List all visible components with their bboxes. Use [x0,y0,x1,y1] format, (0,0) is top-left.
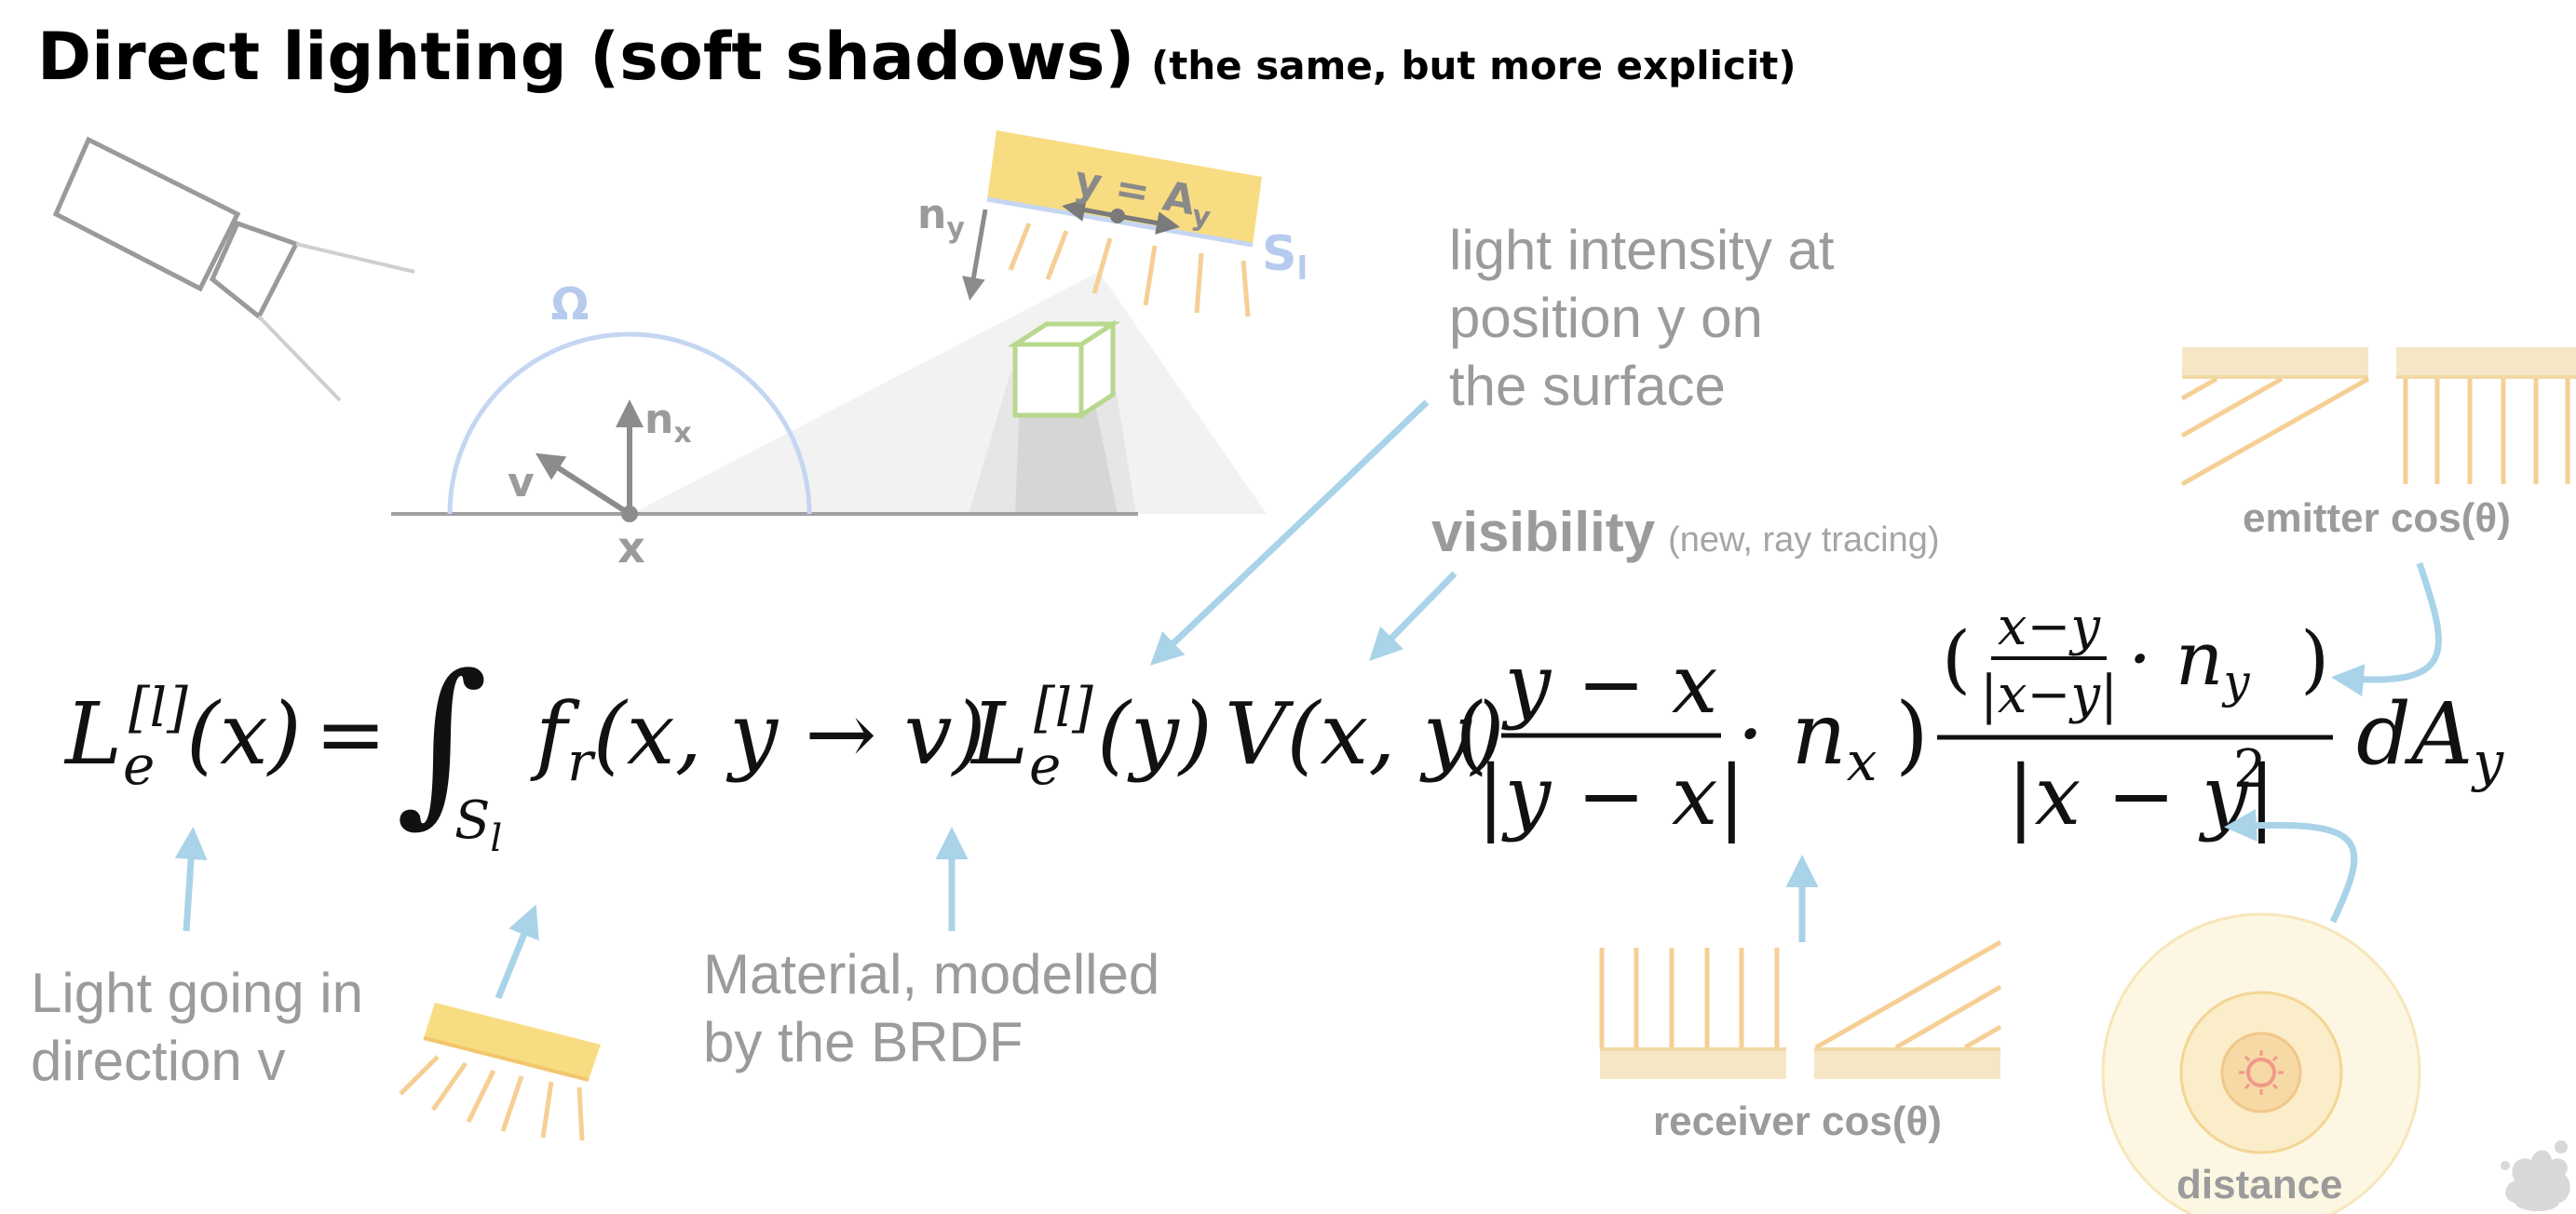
eq-inner-denominator: |x−y| [1980,665,2118,725]
eq-frac1-denominator: |y − x| [1477,748,1745,843]
eq-inner-numerator: x−y [1998,597,2102,657]
eq-inner-open-paren: ( [1942,615,1971,702]
annotation-arrows [174,399,2442,1000]
camera-icon [52,136,415,402]
eq-emitted-sub: e [1029,734,1061,797]
title-subtitle: (the same, but more explicit) [1151,43,1796,88]
arrow-light-intensity [1149,399,1430,666]
eq-dA: dAy [2356,684,2504,793]
eq-lhs-L: L [63,684,122,784]
visibility-note: (new, ray tracing) [1668,520,1940,560]
annotation-visibility: visibility (new, ray tracing) [1431,498,1940,566]
receiver-cos-icon [1599,939,2002,1079]
eq-frac1-numerator: y − x [1500,636,1717,732]
distance-icon [2101,912,2421,1214]
annotation-receiver-cos: receiver cos(θ) [1653,1099,1942,1144]
ny-label: ny [917,191,965,245]
emitter-cos-icon [2180,347,2576,487]
splat-logo-icon [2501,1140,2570,1211]
hemisphere-omega [447,331,812,515]
rendering-equation: L [l] e (x) = ∫ Sl fr(x, y → v) L [l] e … [63,597,2504,860]
light-source-icon [399,1003,601,1141]
eq-integral: ∫ [396,637,488,843]
arrow-light-going [174,827,208,932]
view-direction-v-arrow: v [508,452,631,517]
annotation-light-going: Light going in direction v [31,962,363,1093]
title-main: Direct lighting (soft shadows) [37,19,1135,95]
eq-dot-nx: · nx [1737,684,1877,793]
x-label: x [617,522,645,573]
eq-brdf: fr(x, y → v) [530,684,985,793]
eq-inner-close-paren: ) [2300,615,2329,702]
eq-close-paren: ) [1895,684,1929,784]
eq-lhs-sup: [l] [129,676,188,739]
occluder-cube [1007,319,1121,420]
omega-label: Ω [551,278,590,330]
eq-open-paren: ( [1455,684,1488,784]
point-x-marker [621,506,638,522]
slide-title: Direct lighting (soft shadows) (the same… [37,19,1796,95]
normal-nx-arrow: nx [616,396,692,514]
eq-dot-ny: · ny [2128,615,2250,708]
eq-lhs-arg: (x) [186,684,302,784]
sl-label: Sl [1262,226,1308,288]
annotation-light-intensity: light intensity at position y on the sur… [1449,219,1835,418]
annotation-material: Material, modelled by the BRDF [703,943,1160,1074]
eq-denominator-sup: 2 [2233,739,2267,800]
annotation-distance: distance [2176,1162,2343,1207]
area-light-top: y = Ay ny Sl [917,130,1308,317]
eq-emitted-L: L [969,684,1028,784]
v-label: v [508,459,535,506]
eq-lhs-sub: e [123,734,155,797]
eq-domain: Sl [454,790,502,860]
arrow-visibility [1369,571,1457,662]
annotation-emitter-cos: emitter cos(θ) [2243,495,2511,541]
eq-emitted-arg: (y) [1097,684,1213,784]
light-cone-shading [631,272,1267,514]
arrow-distance [2224,808,2358,924]
nx-label: nx [644,396,692,450]
eq-equals: = [315,684,386,784]
arrow-light-source-icon [495,904,539,1000]
arrow-emitter-cos [2331,561,2442,696]
eq-emitted-sup: [l] [1034,676,1093,739]
eq-visibility: V(x, y) [1225,684,1505,784]
visibility-label: visibility [1431,501,1656,563]
